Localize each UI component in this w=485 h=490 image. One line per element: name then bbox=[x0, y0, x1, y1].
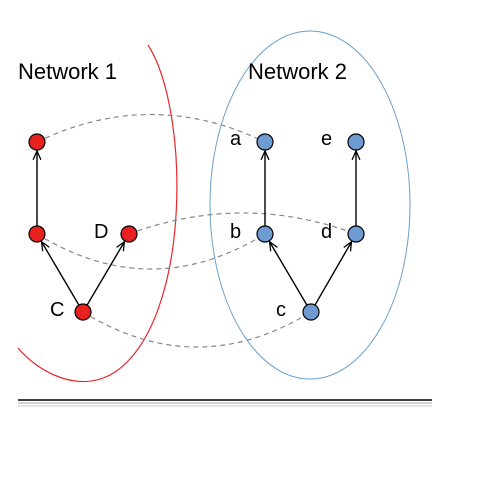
edge-n1_C-to-n1_mid bbox=[42, 242, 80, 306]
network-2-title: Network 2 bbox=[248, 59, 347, 84]
alignment-link-n1_mid-b bbox=[36, 233, 266, 270]
node-n1_C bbox=[74, 303, 92, 321]
alignment-link-n1_D-d bbox=[128, 212, 357, 235]
network-nodes bbox=[28, 133, 365, 321]
alignment-link-n1_C-c bbox=[82, 311, 312, 348]
alignment-links bbox=[36, 113, 357, 348]
node-label-D: D bbox=[94, 221, 108, 243]
network-1-title: Network 1 bbox=[18, 59, 117, 84]
node-label-a: a bbox=[230, 128, 242, 150]
node-label-C: C bbox=[50, 299, 64, 321]
edge-c-to-b bbox=[270, 242, 308, 306]
node-n1_D bbox=[120, 225, 138, 243]
node-n1_mid bbox=[28, 225, 46, 243]
node-label-d: d bbox=[321, 221, 332, 243]
node-label-c: c bbox=[276, 299, 286, 321]
node-labels: D C a e b d c bbox=[50, 128, 332, 321]
node-d bbox=[347, 225, 365, 243]
node-a bbox=[256, 133, 274, 151]
node-e bbox=[347, 133, 365, 151]
edge-n1_C-to-n1_D bbox=[86, 242, 124, 306]
node-b bbox=[256, 225, 274, 243]
alignment-link-n1_top-a bbox=[36, 113, 266, 143]
node-n1_top bbox=[28, 133, 46, 151]
network-edges bbox=[37, 151, 356, 306]
network-1-outline bbox=[17, 44, 178, 382]
node-label-b: b bbox=[230, 221, 241, 243]
edge-c-to-d bbox=[314, 242, 352, 306]
bottom-rule bbox=[18, 399, 432, 407]
node-c bbox=[302, 303, 320, 321]
node-label-e: e bbox=[321, 128, 332, 150]
network-2-outline bbox=[209, 30, 411, 380]
